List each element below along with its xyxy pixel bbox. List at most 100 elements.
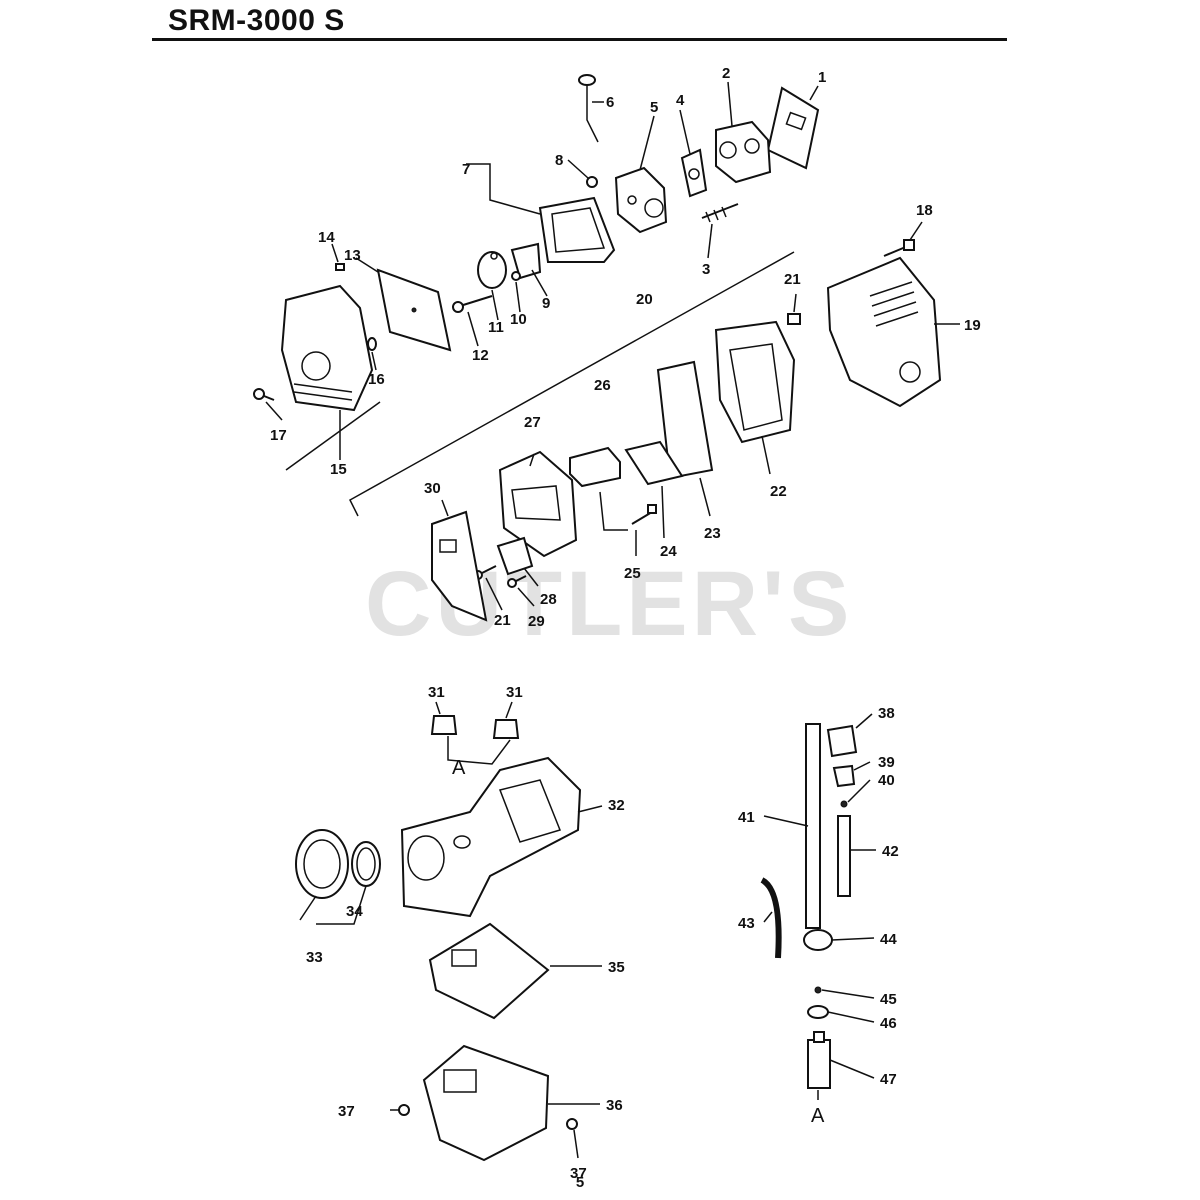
connection-a-tank: A bbox=[452, 757, 466, 779]
callout-21b: 21 bbox=[494, 612, 511, 629]
callout-12: 12 bbox=[472, 347, 489, 364]
callout-44: 44 bbox=[880, 931, 897, 948]
part-41-fuel-line bbox=[805, 723, 821, 929]
callout-43: 43 bbox=[738, 915, 755, 932]
callout-28: 28 bbox=[540, 591, 557, 608]
part-21-screw bbox=[787, 313, 801, 325]
callout-35: 35 bbox=[608, 959, 625, 976]
leader-lines bbox=[265, 81, 960, 1159]
callout-17: 17 bbox=[270, 427, 287, 444]
part-8-nut bbox=[586, 176, 598, 188]
callout-47: 47 bbox=[880, 1071, 897, 1088]
callout-15: 15 bbox=[330, 461, 347, 478]
part-43-tube bbox=[760, 877, 782, 959]
part-26-spark-arrester bbox=[569, 446, 621, 488]
part-1-gasket bbox=[766, 86, 820, 170]
part-17-screw bbox=[253, 388, 275, 401]
callout-18: 18 bbox=[916, 202, 933, 219]
part-35-tank-cover bbox=[428, 922, 550, 1020]
callout-32: 32 bbox=[608, 797, 625, 814]
callout-9: 9 bbox=[542, 295, 550, 312]
part-47-fuel-filter bbox=[807, 1031, 831, 1089]
part-28-plate bbox=[496, 536, 534, 576]
callout-27: 27 bbox=[524, 414, 541, 431]
callout-31a: 31 bbox=[428, 684, 445, 701]
part-7-air-cleaner-base bbox=[538, 196, 616, 263]
part-42-fuel-line bbox=[837, 815, 851, 897]
callout-3: 3 bbox=[702, 261, 710, 278]
connection-labels: A A bbox=[452, 757, 825, 1127]
callout-31b: 31 bbox=[506, 684, 523, 701]
part-18-bolt bbox=[883, 239, 915, 257]
callout-23: 23 bbox=[704, 525, 721, 542]
callout-13: 13 bbox=[344, 247, 361, 264]
part-44-grommet bbox=[803, 929, 833, 951]
part-46-washer bbox=[807, 1005, 829, 1019]
part-22-muffler-body bbox=[714, 320, 796, 444]
part-5-carburetor bbox=[614, 166, 668, 234]
callout-33: 33 bbox=[306, 949, 323, 966]
part-31-grommet-left bbox=[430, 715, 458, 735]
part-32-fuel-tank bbox=[400, 756, 582, 918]
callout-40: 40 bbox=[878, 772, 895, 789]
part-23-gasket bbox=[656, 360, 714, 480]
callout-38: 38 bbox=[878, 705, 895, 722]
callout-24: 24 bbox=[660, 543, 677, 560]
callout-11: 11 bbox=[488, 319, 504, 336]
part-37-screw-right bbox=[566, 1118, 578, 1130]
part-45-ball bbox=[814, 986, 822, 994]
callout-2: 2 bbox=[722, 65, 730, 82]
callout-45: 45 bbox=[880, 991, 897, 1008]
callout-22: 22 bbox=[770, 483, 787, 500]
part-36-tank-bracket bbox=[422, 1044, 550, 1162]
part-6-choke-knob bbox=[578, 74, 599, 143]
callout-1: 1 bbox=[818, 69, 826, 86]
part-2-insulator bbox=[715, 120, 772, 184]
callout-42: 42 bbox=[882, 843, 899, 860]
part-16-grommet bbox=[367, 337, 377, 351]
callout-37a: 37 bbox=[338, 1103, 355, 1120]
page-number: 5 bbox=[575, 1174, 585, 1191]
part-27-muffler bbox=[498, 450, 578, 558]
callout-29: 29 bbox=[528, 613, 545, 630]
callout-4: 4 bbox=[676, 92, 685, 109]
part-39-vent bbox=[832, 764, 856, 788]
callout-14: 14 bbox=[318, 229, 335, 246]
callout-20: 20 bbox=[636, 291, 653, 308]
part-30-heat-shield bbox=[431, 510, 488, 622]
callout-8: 8 bbox=[555, 152, 563, 169]
callout-10: 10 bbox=[510, 311, 527, 328]
part-13-filter bbox=[376, 268, 452, 352]
callout-5: 5 bbox=[650, 99, 658, 116]
callout-30: 30 bbox=[424, 480, 441, 497]
callout-41: 41 bbox=[738, 809, 755, 826]
callout-25: 25 bbox=[624, 565, 641, 582]
callout-26: 26 bbox=[594, 377, 611, 394]
part-31-grommet-right bbox=[492, 719, 520, 739]
page-title: SRM-3000 S bbox=[168, 4, 345, 37]
connection-a-filter: A bbox=[811, 1105, 825, 1127]
part-25-bolt bbox=[631, 504, 657, 525]
callout-labels: 1 2 3 4 5 6 7 8 9 10 11 12 13 14 15 16 1… bbox=[270, 65, 981, 1182]
part-4-gasket bbox=[680, 148, 708, 198]
callout-7: 7 bbox=[462, 161, 470, 178]
part-9-plate bbox=[510, 242, 542, 280]
callout-6: 6 bbox=[606, 94, 614, 111]
part-24-baffle bbox=[624, 440, 684, 486]
part-38-cap bbox=[826, 724, 858, 758]
part-14-clip bbox=[335, 263, 345, 271]
callout-37b: 37 bbox=[570, 1165, 587, 1182]
callout-19: 19 bbox=[964, 317, 981, 334]
callout-34: 34 bbox=[346, 903, 363, 920]
part-19-muffler-cover bbox=[826, 256, 942, 408]
callout-36: 36 bbox=[606, 1097, 623, 1114]
callout-21a: 21 bbox=[784, 271, 801, 288]
part-11-plate bbox=[477, 251, 507, 289]
callout-16: 16 bbox=[368, 371, 385, 388]
title-rule bbox=[152, 38, 1007, 41]
part-40-ball bbox=[840, 800, 848, 808]
part-10-washer bbox=[511, 271, 521, 281]
part-37-screw-left bbox=[398, 1104, 410, 1116]
part-3-screw bbox=[701, 203, 739, 223]
